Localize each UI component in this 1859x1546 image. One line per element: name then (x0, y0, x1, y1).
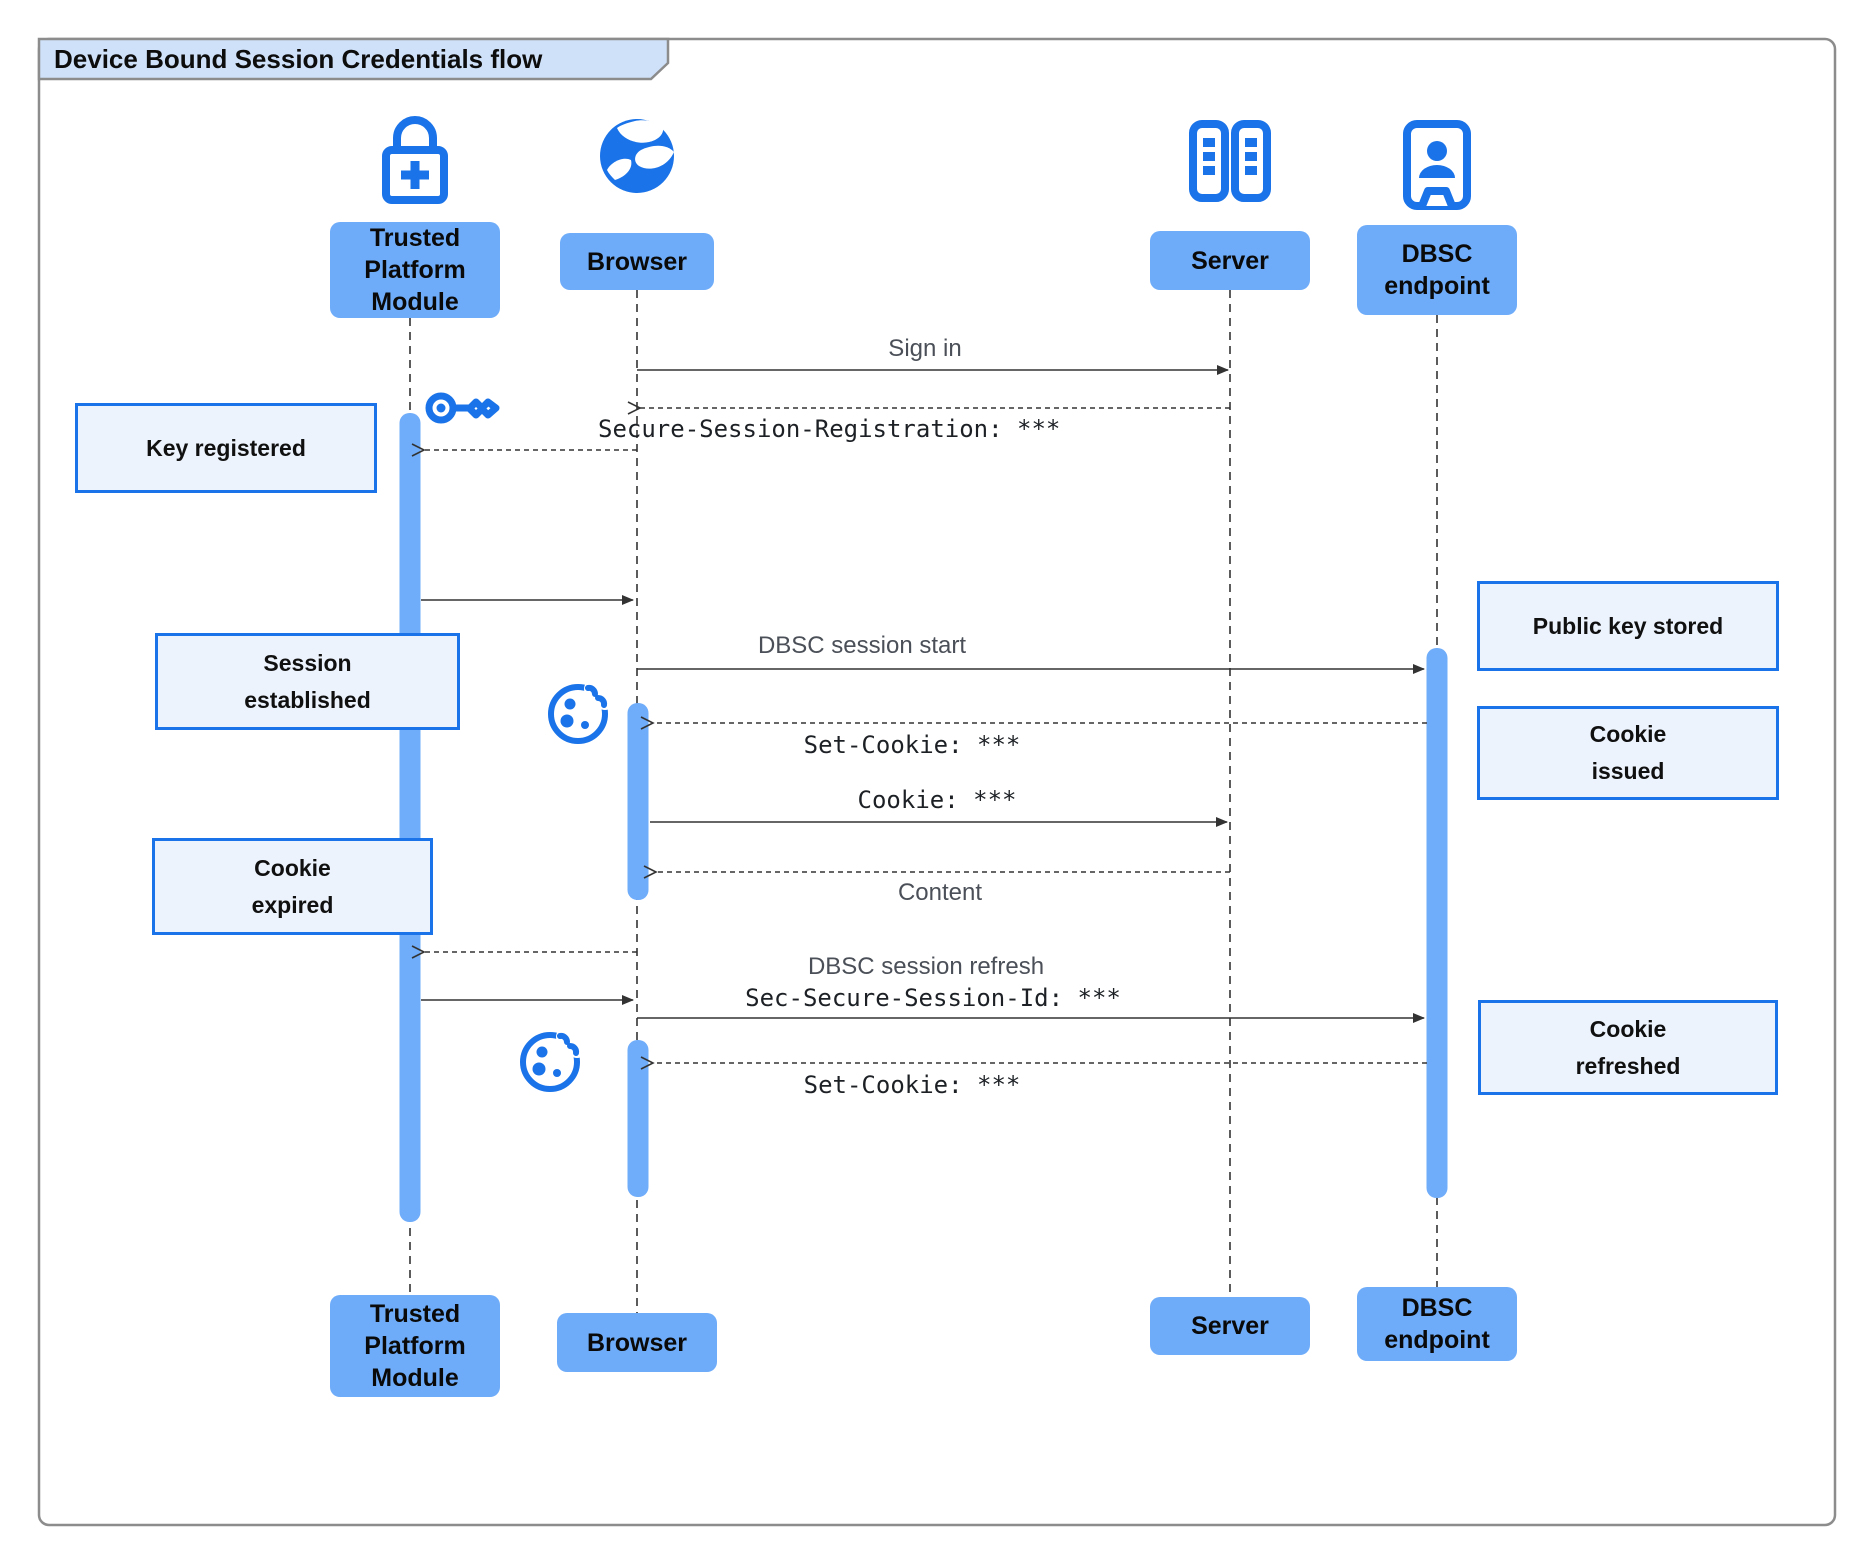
server-rack-icon (1189, 120, 1271, 202)
diagram-title: Device Bound Session Credentials flow (54, 44, 543, 74)
note-public-key-stored: Public key stored (1477, 581, 1779, 671)
actor-label: Server (1191, 246, 1269, 275)
cookie-icon (520, 1027, 586, 1092)
actor-top-tpm: Trusted Platform Module (330, 222, 500, 318)
actor-top-browser: Browser (560, 233, 714, 290)
msg-dbsc-session-refresh: DBSC session refresh (807, 953, 1045, 980)
actor-label: Trusted Platform Module (364, 1300, 466, 1392)
msg-dbsc-session-start: DBSC session start (757, 632, 967, 659)
note-cookie-refreshed: Cookie refreshed (1478, 1000, 1778, 1095)
note-text: Cookie issued (1589, 721, 1667, 784)
activation-bar-tpm (399, 413, 421, 1222)
msg-sec-secure-session-id: Sec-Secure-Session-Id: *** (745, 984, 1121, 1012)
note-cookie-expired: Cookie expired (152, 838, 433, 935)
msg-content: Content (897, 879, 983, 906)
msg-cookie: Cookie: *** (857, 786, 1017, 814)
actor-bottom-tpm: Trusted Platform Module (330, 1295, 500, 1397)
activation-bar-dbsc (1426, 648, 1448, 1198)
msg-sign-in: Sign in (888, 335, 962, 362)
lock-plus-icon (382, 116, 448, 204)
msg-set-cookie-2: Set-Cookie: *** (803, 1071, 1021, 1099)
diagram-frame (37, 37, 1837, 1527)
title-tab (37, 37, 670, 81)
actor-label: Browser (586, 1328, 688, 1357)
actor-top-dbsc: DBSC endpoint (1357, 225, 1517, 315)
actor-label: Server (1191, 1312, 1269, 1340)
actor-label: Browser (586, 247, 688, 276)
msg-set-cookie-1: Set-Cookie: *** (803, 731, 1021, 759)
note-session-established: Session established (155, 633, 460, 730)
note-cookie-issued: Cookie issued (1477, 706, 1779, 800)
note-text: Public key stored (1532, 612, 1724, 639)
actor-label: Trusted Platform Module (364, 224, 466, 316)
note-text: Key registered (146, 434, 306, 461)
note-text: Cookie refreshed (1575, 1015, 1681, 1079)
globe-icon (600, 119, 674, 193)
note-text: Cookie expired (251, 854, 334, 918)
person-badge-icon (1403, 120, 1471, 210)
key-icon (425, 392, 500, 424)
actor-bottom-dbsc: DBSC endpoint (1357, 1287, 1517, 1361)
note-key-registered: Key registered (75, 403, 377, 493)
msg-secure-session-registration: Secure-Session-Registration: *** (598, 415, 1061, 443)
cookie-icon (548, 679, 614, 744)
activation-bar-browser-1 (627, 703, 649, 900)
actor-bottom-server: Server (1150, 1297, 1310, 1355)
note-text: Session established (244, 649, 371, 713)
actor-top-server: Server (1150, 231, 1310, 290)
actor-bottom-browser: Browser (557, 1313, 717, 1372)
actor-label: DBSC endpoint (1384, 1294, 1490, 1354)
actor-label: DBSC endpoint (1384, 240, 1490, 300)
activation-bar-browser-2 (627, 1040, 649, 1197)
